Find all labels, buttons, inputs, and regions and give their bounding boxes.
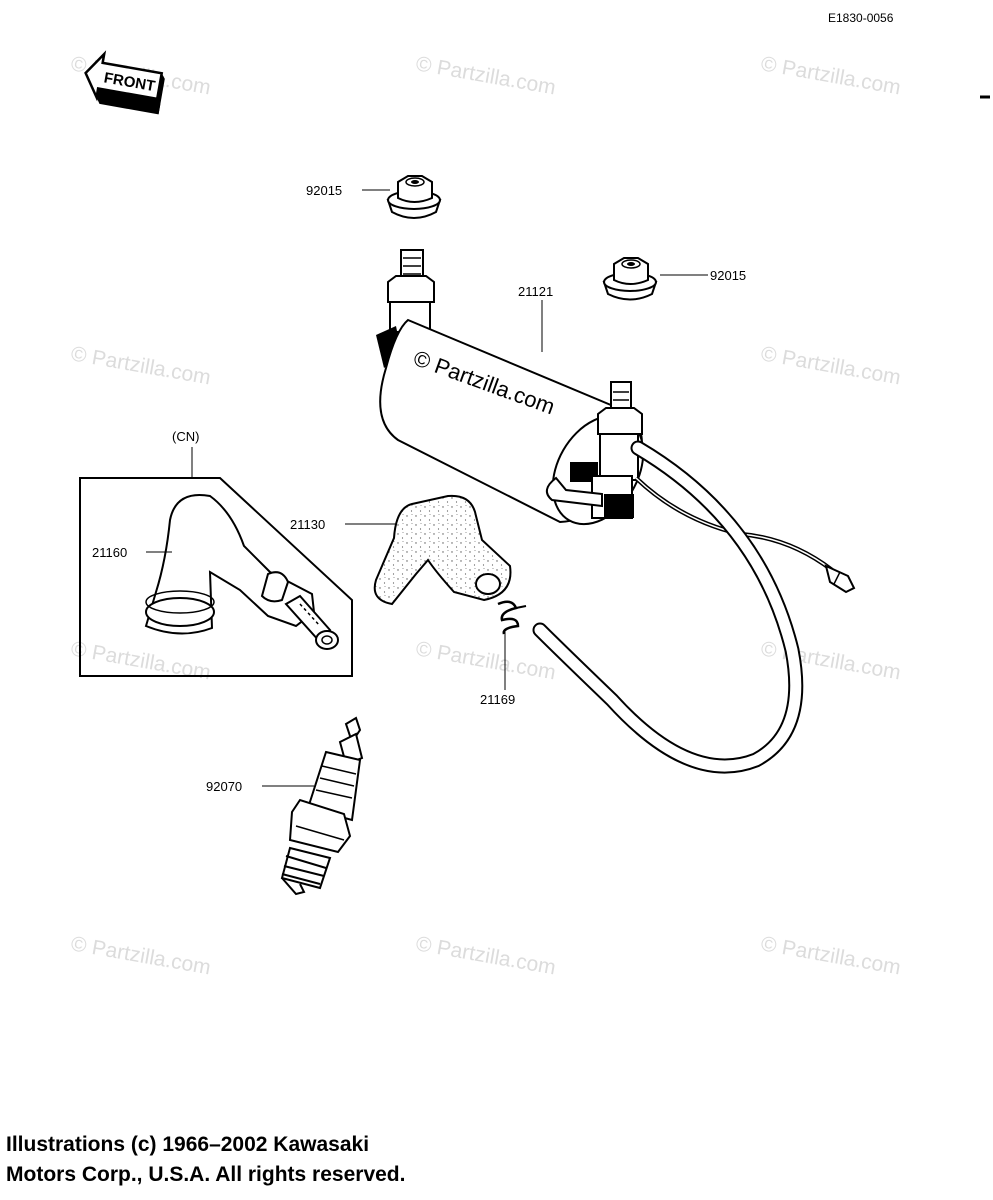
nut-top — [386, 175, 442, 219]
watermark-8: © Partzilla.com — [759, 637, 902, 684]
plug-cap-cn — [144, 494, 339, 650]
label-plug-cap-boot: 21130 — [290, 517, 325, 532]
watermark-6: © Partzilla.com — [69, 637, 212, 684]
watermark-3: © Partzilla.com — [759, 52, 902, 99]
spark-plug — [280, 716, 364, 896]
label-nut-right: 92015 — [710, 268, 746, 283]
watermark-9: © Partzilla.com — [69, 932, 212, 979]
spring — [497, 600, 527, 635]
label-ignition-coil: 21121 — [518, 284, 553, 299]
watermark-2: © Partzilla.com — [414, 52, 557, 99]
group-label: (CN) — [172, 429, 199, 444]
label-spark-plug: 92070 — [206, 779, 242, 794]
label-nut-top: 92015 — [306, 183, 342, 198]
nut-right — [602, 257, 658, 301]
diagram-code: E1830-0056 — [828, 11, 894, 25]
plug-cap-boot — [373, 494, 512, 606]
watermark-4: © Partzilla.com — [69, 342, 212, 389]
watermark-7: © Partzilla.com — [414, 637, 557, 684]
front-arrow-icon: FRONT — [84, 50, 165, 115]
label-spring: 21169 — [480, 692, 515, 707]
watermark-10: © Partzilla.com — [414, 932, 557, 979]
watermark-11: © Partzilla.com — [759, 932, 902, 979]
label-plug-cap-cn: 21160 — [92, 545, 127, 560]
watermark-5: © Partzilla.com — [759, 342, 902, 389]
cn-group-box — [79, 477, 353, 677]
copyright-notice: Illustrations (c) 1966–2002 Kawasaki Mot… — [6, 1133, 406, 1186]
